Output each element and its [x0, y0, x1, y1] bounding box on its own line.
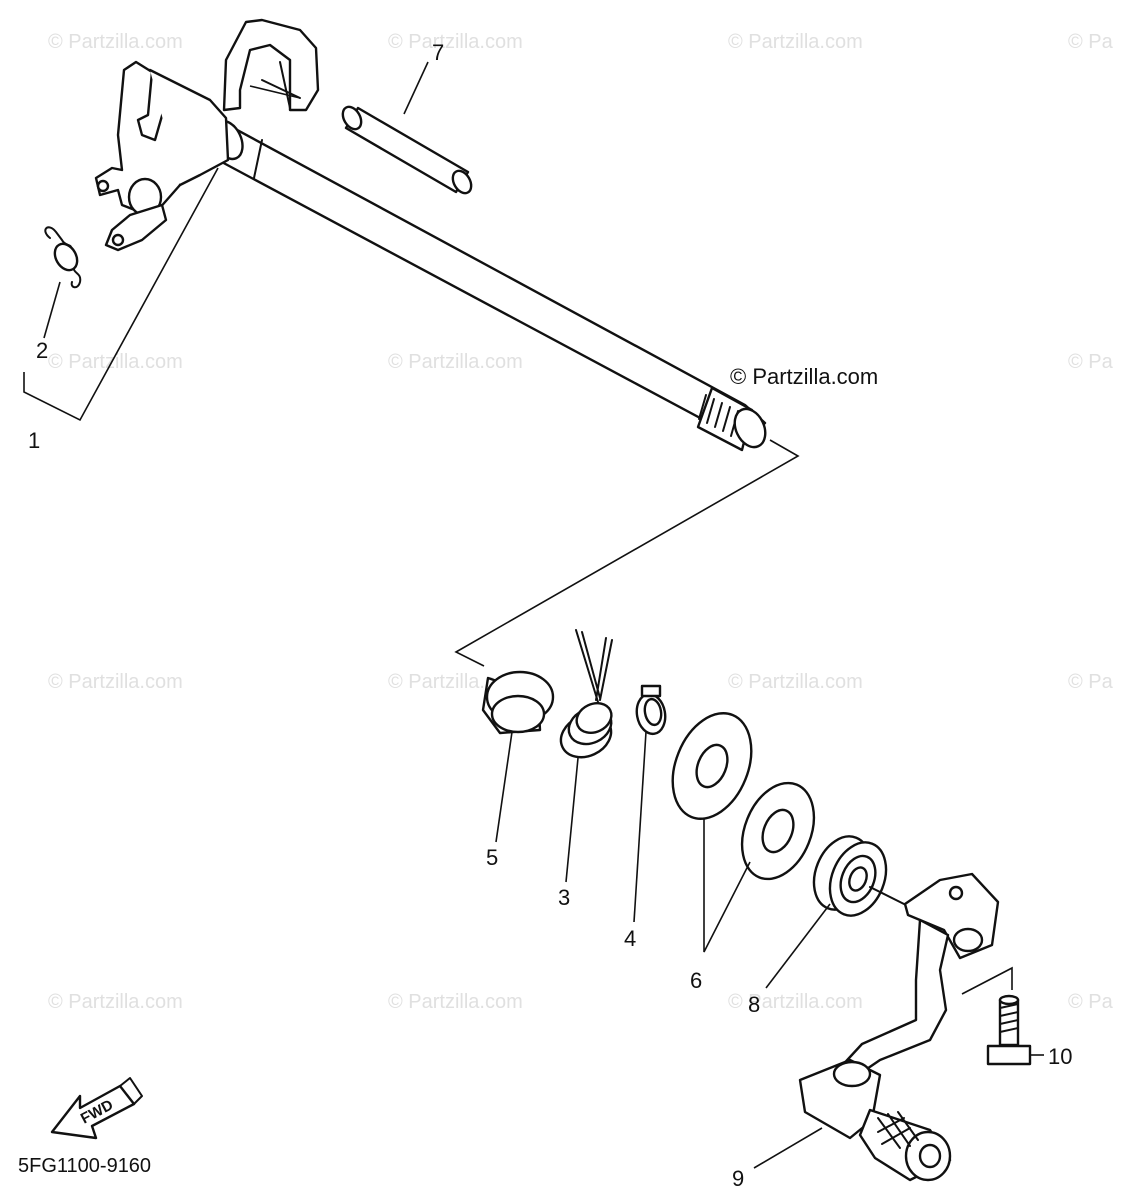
leader-6 — [703, 818, 751, 953]
watermark-15: © Pa — [1068, 991, 1114, 1013]
circlip-inner — [643, 697, 663, 727]
pedal-tip-hole — [918, 1143, 942, 1169]
bearing-axis — [869, 886, 909, 907]
shift-arm-body — [148, 68, 230, 187]
callout-9: 9 — [732, 1166, 744, 1191]
upper-tab-hole — [96, 179, 110, 193]
callout-6: 6 — [690, 968, 702, 993]
watermark-3: © Partzilla.com — [728, 31, 863, 53]
watermark-7: © Pa — [1068, 351, 1114, 373]
callout-3: 3 — [558, 885, 570, 910]
spline-line-2 — [706, 398, 715, 424]
leader-7 — [403, 61, 429, 115]
pedal-grip-hatch — [877, 1111, 919, 1149]
part-5-collar — [481, 670, 555, 735]
bolt-tip — [998, 994, 1020, 1006]
leader-2 — [43, 281, 61, 339]
spline-line-1 — [698, 394, 707, 420]
watermarks: © Partzilla.com © Partzilla.com © Partzi… — [48, 31, 1114, 1013]
watermark-8: © Partzilla.com — [48, 671, 183, 693]
bolt-thread — [999, 1003, 1019, 1033]
circlip-ears — [640, 684, 662, 698]
part-3-torsion-spring — [559, 629, 613, 759]
part-6-washers — [671, 712, 816, 881]
part-1-shift-shaft — [94, 18, 767, 452]
watermark-1: © Partzilla.com — [48, 31, 183, 53]
clamp-bore — [952, 927, 984, 953]
washer-2-hole — [761, 808, 795, 854]
spline-line-4 — [722, 406, 731, 432]
callout-4: 4 — [624, 926, 636, 951]
leader-5 — [495, 731, 513, 843]
collar-inner — [490, 694, 546, 734]
pin-end-left — [341, 105, 363, 131]
part-7-pin — [341, 105, 473, 195]
callout-1: 1 — [28, 428, 40, 453]
bolt-head — [986, 1044, 1032, 1066]
diagram-code: 5FG1100-9160 — [18, 1155, 151, 1177]
callouts: 1 2 3 4 5 6 7 8 9 10 — [28, 40, 1072, 1191]
watermark-4: © Pa — [1068, 31, 1114, 53]
fwd-arrow: FWD — [50, 1077, 143, 1140]
pin-end-right — [451, 169, 473, 195]
lower-tab-hole — [111, 233, 125, 247]
spring-coil-inner — [575, 702, 613, 734]
callout-5: 5 — [486, 845, 498, 870]
watermark-13: © Partzilla.com — [388, 991, 523, 1013]
part-8-bearing — [812, 835, 909, 917]
fwd-arrow-depth — [119, 1077, 143, 1105]
hook-line-2 — [279, 61, 291, 109]
callout-2: 2 — [36, 338, 48, 363]
pedal-pivot — [832, 1060, 872, 1088]
leader-7-dash — [249, 85, 301, 99]
watermark-11: © Pa — [1068, 671, 1114, 693]
leader-3 — [565, 757, 579, 883]
shaft-body — [216, 123, 767, 444]
part-2-spring — [44, 226, 82, 289]
leader-9 — [753, 1127, 823, 1169]
part-9-shift-pedal — [798, 872, 1000, 1182]
spring-legs — [575, 629, 613, 703]
leader-10-bracket — [961, 966, 1013, 995]
fwd-arrow-shape — [50, 1084, 136, 1140]
part-10-bolt — [986, 994, 1032, 1066]
callout-10: 10 — [1048, 1044, 1072, 1069]
watermark-12: © Partzilla.com — [48, 991, 183, 1013]
leader-shaft-link — [454, 439, 800, 667]
watermark-2: © Partzilla.com — [388, 31, 523, 53]
hook-line-1 — [261, 79, 301, 99]
callout-8: 8 — [748, 992, 760, 1017]
part-4-circlip — [635, 684, 667, 736]
leader-8 — [765, 903, 831, 989]
leader-lines — [23, 61, 1044, 1169]
bearing-bore — [848, 866, 868, 892]
watermark-10: © Partzilla.com — [728, 671, 863, 693]
pedal-arm — [836, 918, 950, 1077]
shaft-collar-line — [253, 139, 263, 179]
spring-body — [53, 242, 79, 272]
leader-1 — [23, 167, 219, 422]
watermark-14: © Partzilla.com — [728, 991, 863, 1013]
clamp-bolt-hole — [948, 885, 964, 901]
pin-body — [344, 106, 470, 194]
spline-line-3 — [714, 402, 723, 428]
leader-4 — [633, 731, 647, 923]
callout-7: 7 — [432, 40, 444, 65]
copyright-text: © Partzilla.com — [730, 364, 878, 389]
watermark-5: © Partzilla.com — [48, 351, 183, 373]
washer-1-hole — [695, 743, 729, 789]
watermark-6: © Partzilla.com — [388, 351, 523, 373]
shift-arm-hook — [222, 18, 320, 112]
shaft-end-right — [733, 407, 767, 449]
